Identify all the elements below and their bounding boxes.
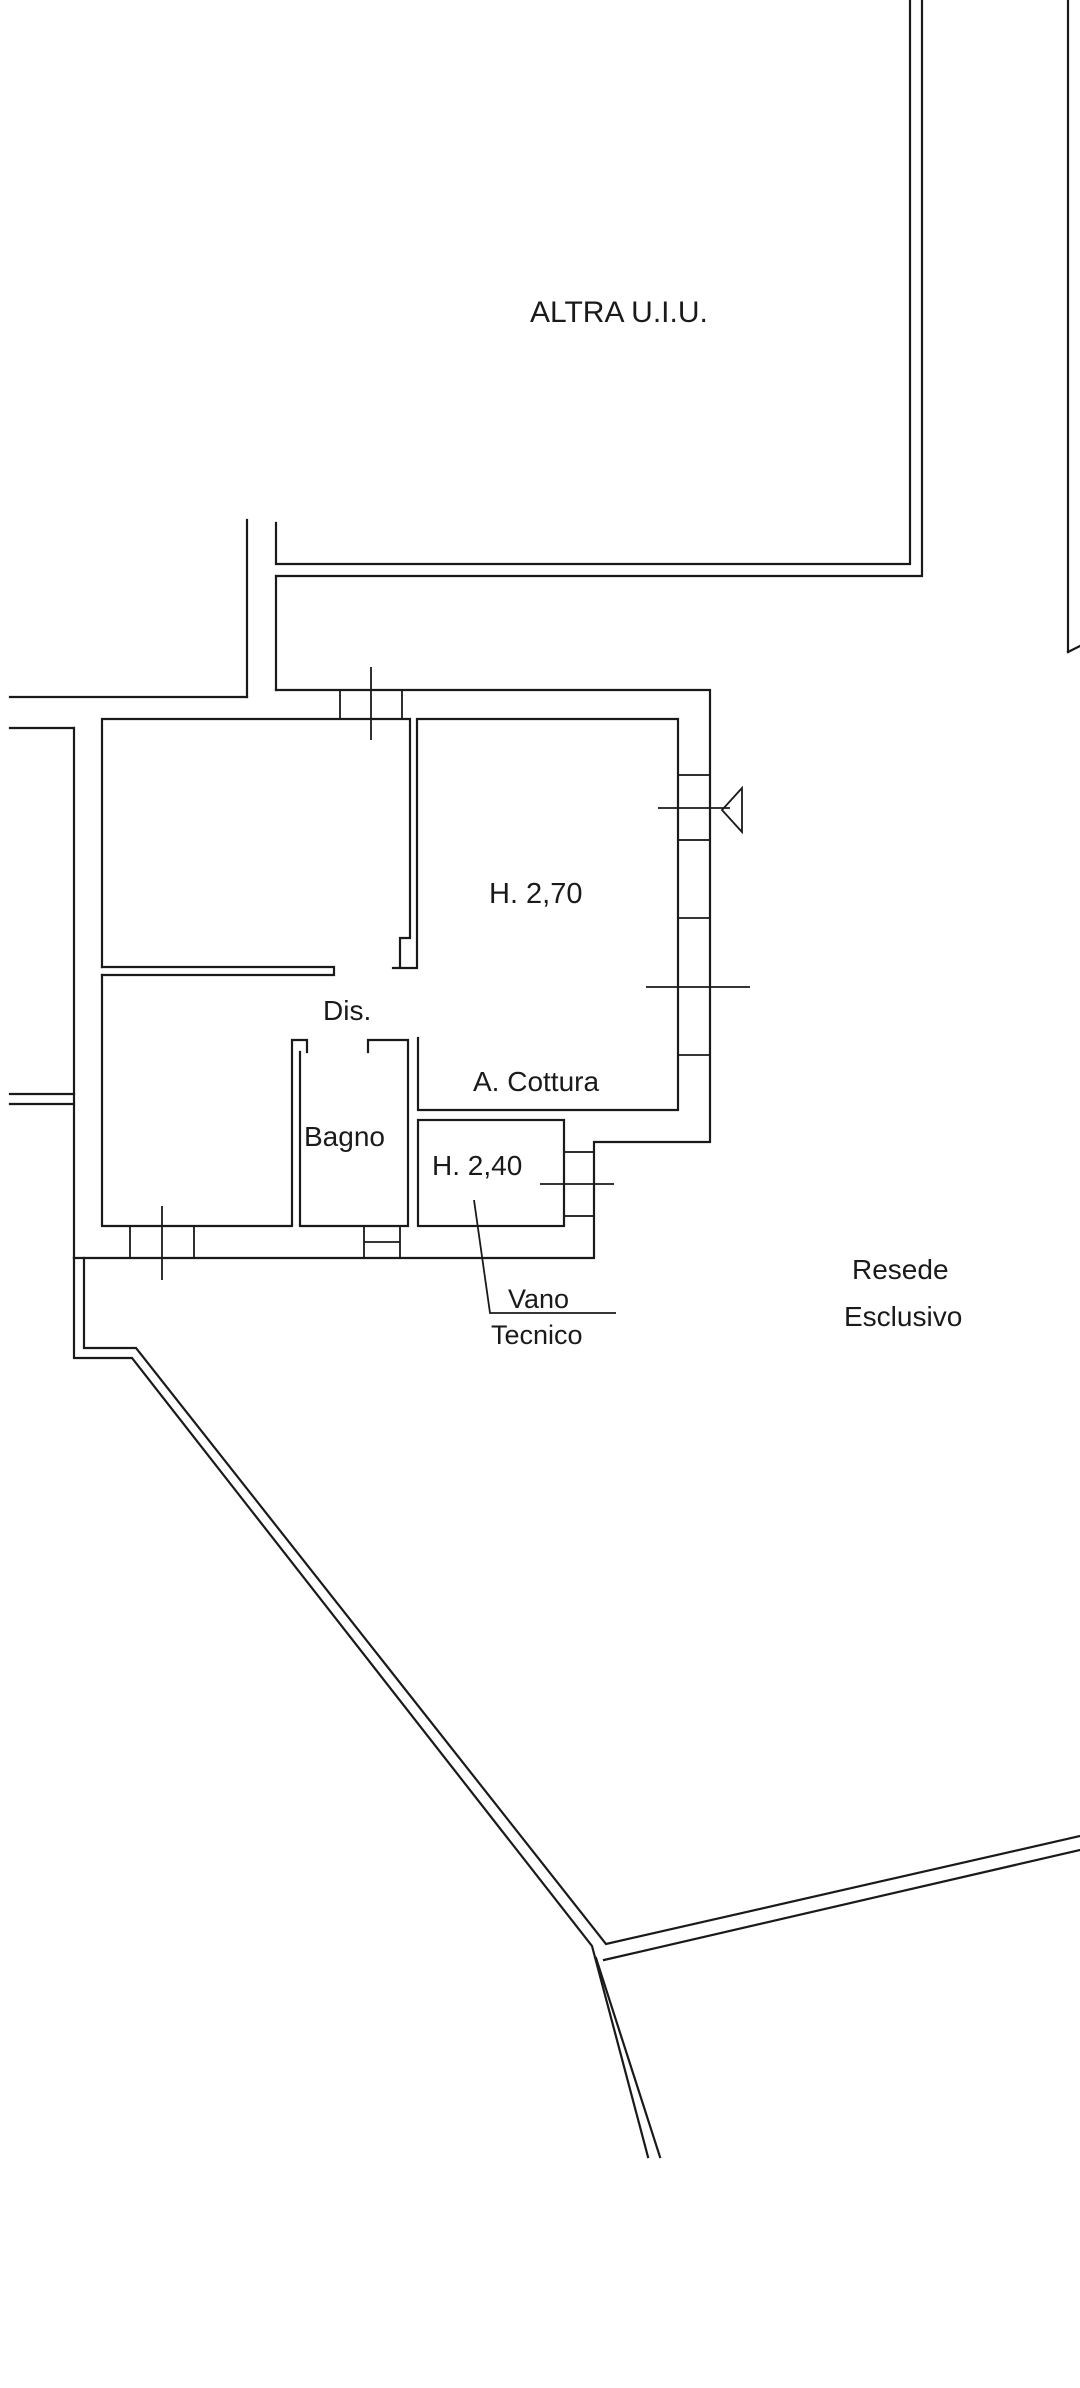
label-yard-2: Esclusivo <box>844 1301 962 1332</box>
tech-room-leader <box>473 1199 616 1314</box>
label-other-unit: ALTRA U.I.U. <box>530 296 708 329</box>
meter-symbol <box>720 785 743 835</box>
windows <box>129 667 750 1280</box>
label-bathroom: Bagno <box>304 1121 385 1152</box>
other-unit-boundary <box>274 0 1080 654</box>
outer-wall <box>72 688 712 1260</box>
label-tech-room-2: Tecnico <box>491 1320 583 1350</box>
room-bedroom-1 <box>100 717 412 977</box>
label-kitchen: A. Cottura <box>473 1066 599 1097</box>
label-yard-1: Resede <box>852 1254 949 1285</box>
label-height-main: H. 2,70 <box>489 878 583 910</box>
label-corridor: Dis. <box>323 995 371 1026</box>
corridor-walls <box>8 518 278 1260</box>
label-height-tech: H. 2,40 <box>432 1150 522 1181</box>
room-bedroom-2 <box>100 973 309 1228</box>
yard-boundary <box>72 1256 1080 2159</box>
room-living <box>391 717 680 1112</box>
room-bathroom <box>298 1038 410 1228</box>
label-tech-room-1: Vano <box>508 1284 569 1314</box>
